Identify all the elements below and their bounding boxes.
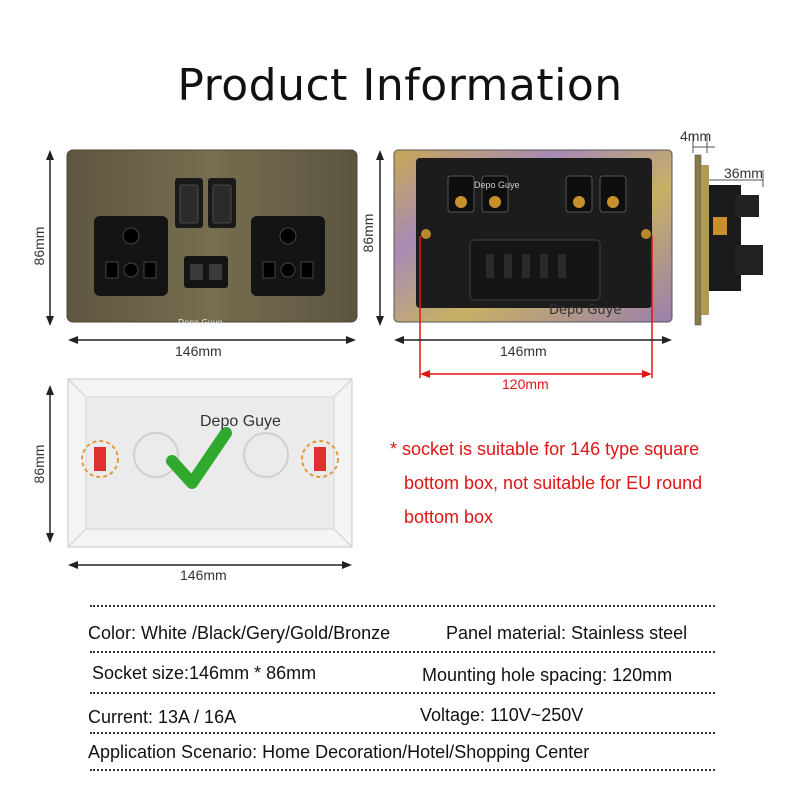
box-brand-label: Depo Guye xyxy=(200,413,281,430)
hole-spacing-label: 120mm xyxy=(502,376,549,392)
back-brand-label: Depo Guye xyxy=(549,303,622,318)
page-title: Product Information xyxy=(177,60,623,111)
thickness-label: 4mm xyxy=(680,128,712,144)
note-line-2: bottom box, not suitable for EU round xyxy=(404,473,703,493)
front-brand-label: Depo Guye xyxy=(178,318,223,327)
spec-voltage: Voltage: 110V~250V xyxy=(420,705,584,725)
depth-label: 36mm xyxy=(724,165,763,181)
back-panel-figure xyxy=(376,149,673,378)
compatibility-note: * socket is suitable for 146 type square… xyxy=(390,432,790,534)
spec-current: Current: 13A / 16A xyxy=(88,707,237,727)
spec-panel-material: Panel material: Stainless steel xyxy=(446,623,688,643)
back-brand-small: Depo Guye xyxy=(474,180,520,190)
divider xyxy=(90,692,715,694)
spec-socket-size: Socket size:146mm * 86mm xyxy=(92,663,317,683)
box-height-label: 86mm xyxy=(31,444,47,484)
front-panel-figure xyxy=(46,149,358,344)
divider xyxy=(90,651,715,653)
spec-application: Application Scenario: Home Decoration/Ho… xyxy=(88,742,590,762)
spec-color: Color: White /Black/Gery/Gold/Bronze xyxy=(88,623,391,643)
front-width-label: 146mm xyxy=(175,343,222,359)
divider xyxy=(90,605,715,607)
note-line-3: bottom box xyxy=(404,507,494,527)
bottom-box-figure xyxy=(46,378,353,569)
box-width-label: 146mm xyxy=(180,567,227,583)
spec-mounting-hole: Mounting hole spacing: 120mm xyxy=(422,665,673,685)
note-line-1: * socket is suitable for 146 type square xyxy=(390,439,700,459)
front-height-label: 86mm xyxy=(31,226,47,266)
divider xyxy=(90,769,715,771)
back-width-label: 146mm xyxy=(500,343,547,359)
back-height-label: 86mm xyxy=(360,213,376,253)
side-view-figure xyxy=(692,135,764,326)
divider xyxy=(90,732,715,734)
